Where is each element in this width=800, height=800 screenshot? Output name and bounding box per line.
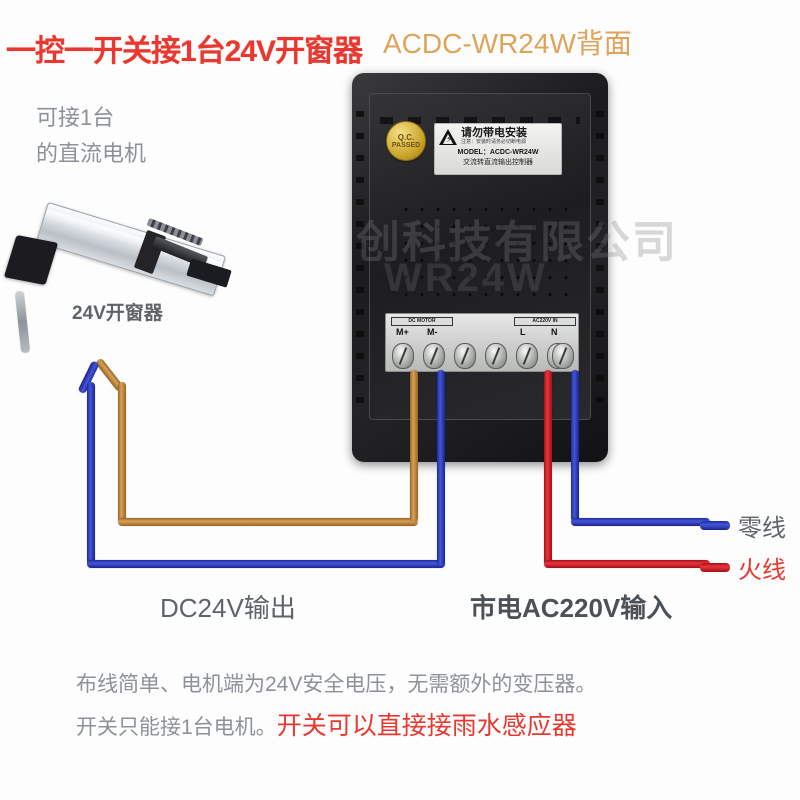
footer-line-2: 开关只能接1台电机。开关可以直接接雨水感应器 [76, 706, 577, 742]
wire-blue-n-vertical [571, 370, 579, 522]
device-vent-holes [398, 201, 568, 309]
sticker-description: 交流转直流输出控制器 [463, 159, 533, 166]
sticker-top-row: ⚡ 请勿带电安装 注意：安装时请务必切断电源 [439, 127, 557, 146]
motor-note-line2: 的直流电机 [36, 141, 147, 166]
qc-passed-seal: Q.C. PASSED [386, 121, 426, 161]
wire-blue-vertical-left [87, 382, 95, 566]
device-right-vent-slots [596, 111, 604, 411]
page-title-right: ACDC-WR24W背面 [383, 28, 632, 59]
ac-input-group-label: AC220V IN [514, 317, 576, 326]
terminal-block: DC MOTOR AC220V IN M+ M- L N [385, 313, 579, 372]
wire-brown-horizontal [118, 518, 418, 526]
legend-swatch-red [700, 563, 730, 572]
terminal-screw-n[interactable] [552, 343, 574, 369]
footer-line2-gray: 开关只能接1台电机。 [76, 716, 277, 739]
controller-device: Q.C. PASSED ⚡ 请勿带电安装 注意：安装时请务必切断电源 MODEL… [352, 73, 608, 462]
qc-seal-line1: Q.C. [397, 132, 415, 142]
caption-dc-output: DC24V输出 [160, 593, 296, 623]
footer-line2-red: 开关可以直接接雨水感应器 [276, 712, 577, 740]
motor-note-line1: 可接1台 [36, 105, 115, 130]
wire-blue-n-horizontal [571, 518, 710, 526]
qc-seal-line2: PASSED [391, 141, 421, 149]
sticker-model: MODEL：ACDC-WR24W [457, 149, 539, 156]
terminal-screw-5[interactable] [516, 343, 538, 369]
sticker-warning-title: 请勿带电安装 [461, 127, 527, 139]
page-title-left: 一控一开关接1台24V开窗器 [6, 35, 363, 68]
sticker-text-col: 请勿带电安装 注意：安装时请务必切断电源 [461, 127, 527, 146]
wire-blue-horizontal [87, 560, 445, 568]
high-voltage-icon: ⚡ [439, 128, 457, 145]
opener-body [35, 201, 227, 297]
footer-line-1: 布线简单、电机端为24V安全电压，无需额外的变压器。 [76, 673, 597, 696]
opener-label: 24V开窗器 [72, 303, 163, 324]
wire-brown-vertical-left [118, 382, 126, 524]
legend-label-live: 火线 [738, 557, 786, 584]
terminal-screw-m-minus[interactable] [423, 343, 445, 369]
terminal-label-m-minus: M- [427, 327, 438, 337]
dc-motor-group-label: DC MOTOR [391, 317, 453, 326]
motor-note: 可接1台 的直流电机 [36, 100, 146, 172]
wire-red-horizontal [544, 560, 710, 568]
legend-item-neutral: 零线 [700, 508, 786, 543]
wire-blue-vertical-right [437, 370, 445, 566]
device-top-vent-slots [380, 117, 580, 124]
sticker-warning-sub: 注意：安装时请务必切断电源 [461, 139, 527, 145]
wire-red-vertical [544, 370, 552, 566]
terminal-label-l: L [520, 327, 526, 337]
lightning-bolt-glyph: ⚡ [446, 133, 453, 144]
wire-brown-vertical-right [410, 370, 418, 522]
terminal-label-m-plus: M+ [396, 327, 409, 337]
warning-label-sticker: ⚡ 请勿带电安装 注意：安装时请务必切断电源 MODEL：ACDC-WR24W … [434, 123, 562, 175]
legend-item-live: 火线 [700, 550, 786, 585]
terminal-label-n: N [551, 327, 558, 337]
caption-ac-input: 市电AC220V输入 [470, 593, 673, 623]
device-left-vent-slots [356, 111, 364, 411]
terminal-screw-4[interactable] [485, 343, 507, 369]
legend-label-neutral: 零线 [738, 515, 786, 542]
terminal-screw-m-plus[interactable] [392, 343, 414, 369]
legend-swatch-blue [700, 521, 730, 530]
terminal-screw-3[interactable] [454, 343, 476, 369]
